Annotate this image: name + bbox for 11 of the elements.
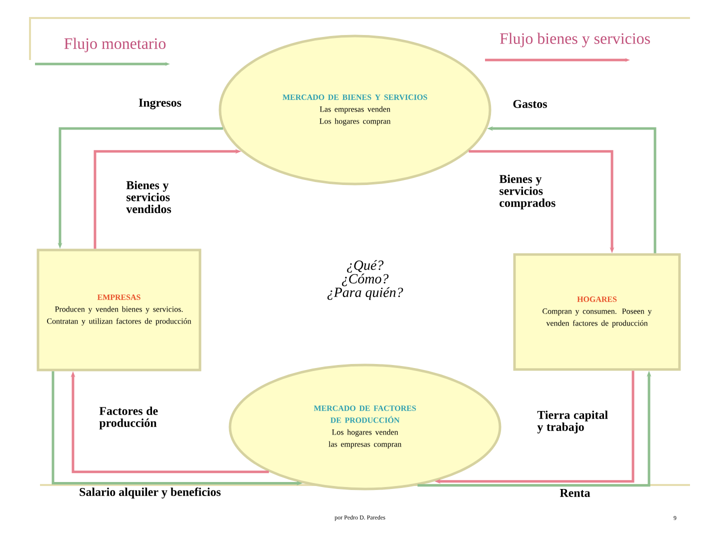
flow-label: Factores de producción [99, 406, 158, 430]
flow-label: Salario alquiler y beneficios [80, 488, 221, 498]
question-text: ¿Qué? ¿Cómo? ¿Para quién? [327, 260, 404, 300]
flow-label: Tierra capital y trabajo [537, 410, 608, 434]
legend-text: Flujo monetario [64, 38, 166, 52]
flow-label: Bienes y servicios vendidos [126, 180, 172, 214]
legend-text: Flujo bienes y servicios [500, 32, 650, 48]
flow-label: Ingresos [138, 98, 182, 110]
flow-label: Renta [560, 489, 590, 497]
flow-label: Bienes y servicios comprados [499, 174, 556, 210]
flow-label: Gastos [513, 100, 547, 108]
